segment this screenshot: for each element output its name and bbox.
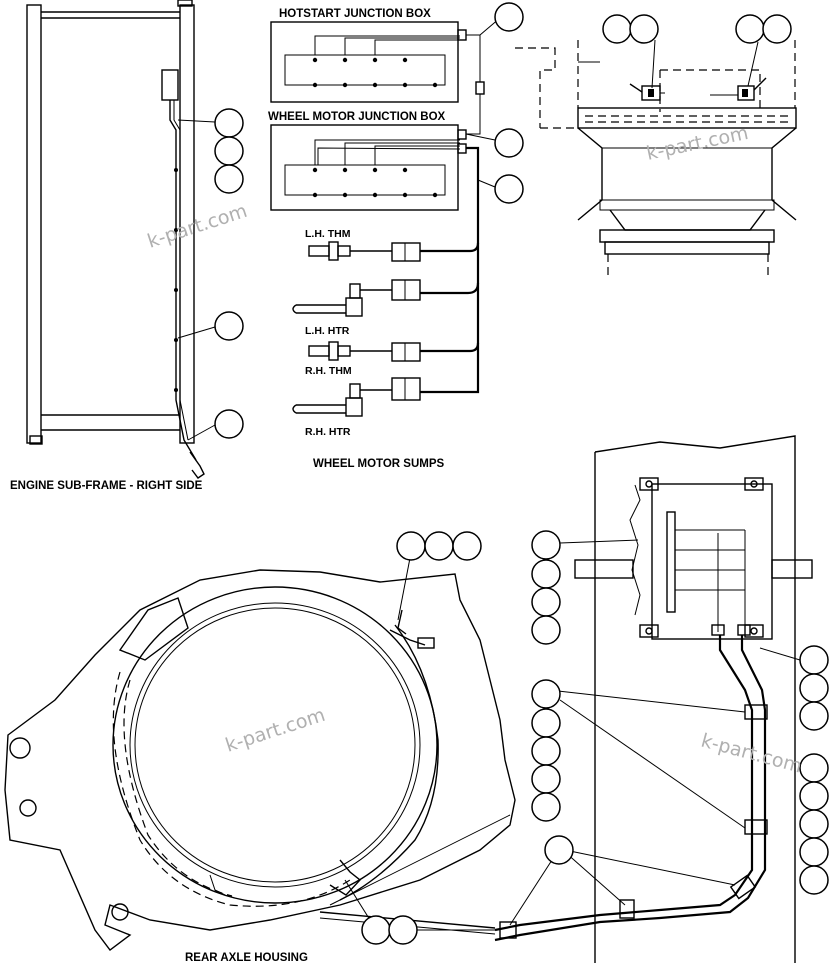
callout-bubble [531, 615, 561, 645]
engine-sub-frame-label: ENGINE SUB-FRAME - RIGHT SIDE [10, 480, 203, 492]
callout-bubble [424, 531, 454, 561]
callout-bubble [531, 530, 561, 560]
hotstart-junction-box-label: HOTSTART JUNCTION BOX [279, 8, 431, 20]
callout-bubble [762, 14, 792, 44]
callout-bubble [494, 174, 524, 204]
callout-bubble [531, 764, 561, 794]
callout-bubble [388, 915, 418, 945]
callout-bubble [214, 164, 244, 194]
callout-bubble [531, 559, 561, 589]
rh-thm-label: R.H. THM [305, 365, 352, 377]
callout-bubble [494, 2, 524, 32]
rear-axle-housing-drawing [4, 557, 516, 951]
callout-bubble [799, 701, 829, 731]
wheel-motor-junction-box-label: WHEEL MOTOR JUNCTION BOX [268, 111, 446, 123]
callout-bubble [629, 14, 659, 44]
callout-bubble [531, 736, 561, 766]
frame-rail-drawing [494, 435, 813, 963]
callout-bubble [214, 108, 244, 138]
engine-sub-frame-drawing [26, 0, 216, 479]
frame-callouts [531, 530, 829, 895]
callout-bubble [735, 14, 765, 44]
callout-bubble [396, 531, 426, 561]
rh-htr-label: R.H. HTR [305, 426, 351, 438]
lh-thm-label: L.H. THM [305, 228, 351, 240]
callout-bubble [531, 708, 561, 738]
callout-bubble [531, 587, 561, 617]
rear-axle-housing-label: REAR AXLE HOUSING [185, 952, 308, 963]
callout-bubble [531, 792, 561, 822]
engine-callouts [214, 108, 244, 439]
callout-bubble [452, 531, 482, 561]
watermark: k-part.com [223, 704, 328, 757]
watermark: k-part.com [145, 200, 250, 253]
wheel-motor-sump-sensors [292, 241, 480, 417]
callout-bubble [214, 136, 244, 166]
wheel-motor-junction-box [270, 104, 496, 394]
callout-bubble [531, 679, 561, 709]
callout-bubble [799, 781, 829, 811]
wheel-motor-drawing [515, 39, 797, 275]
callout-bubble [361, 915, 391, 945]
callout-bubble [214, 409, 244, 439]
lh-htr-label: L.H. HTR [305, 325, 350, 337]
callout-bubble [544, 835, 574, 865]
callout-bubble [799, 809, 829, 839]
hotstart-junction-box [270, 17, 501, 104]
callout-bubble [799, 673, 829, 703]
callout-bubble [799, 865, 829, 895]
callout-bubble [799, 645, 829, 675]
callout-bubble [494, 128, 524, 158]
callout-bubble [799, 837, 829, 867]
callout-bubble [799, 753, 829, 783]
wheel-motor-sumps-label: WHEEL MOTOR SUMPS [313, 458, 445, 470]
callout-bubble [602, 14, 632, 44]
callout-bubble [214, 311, 244, 341]
